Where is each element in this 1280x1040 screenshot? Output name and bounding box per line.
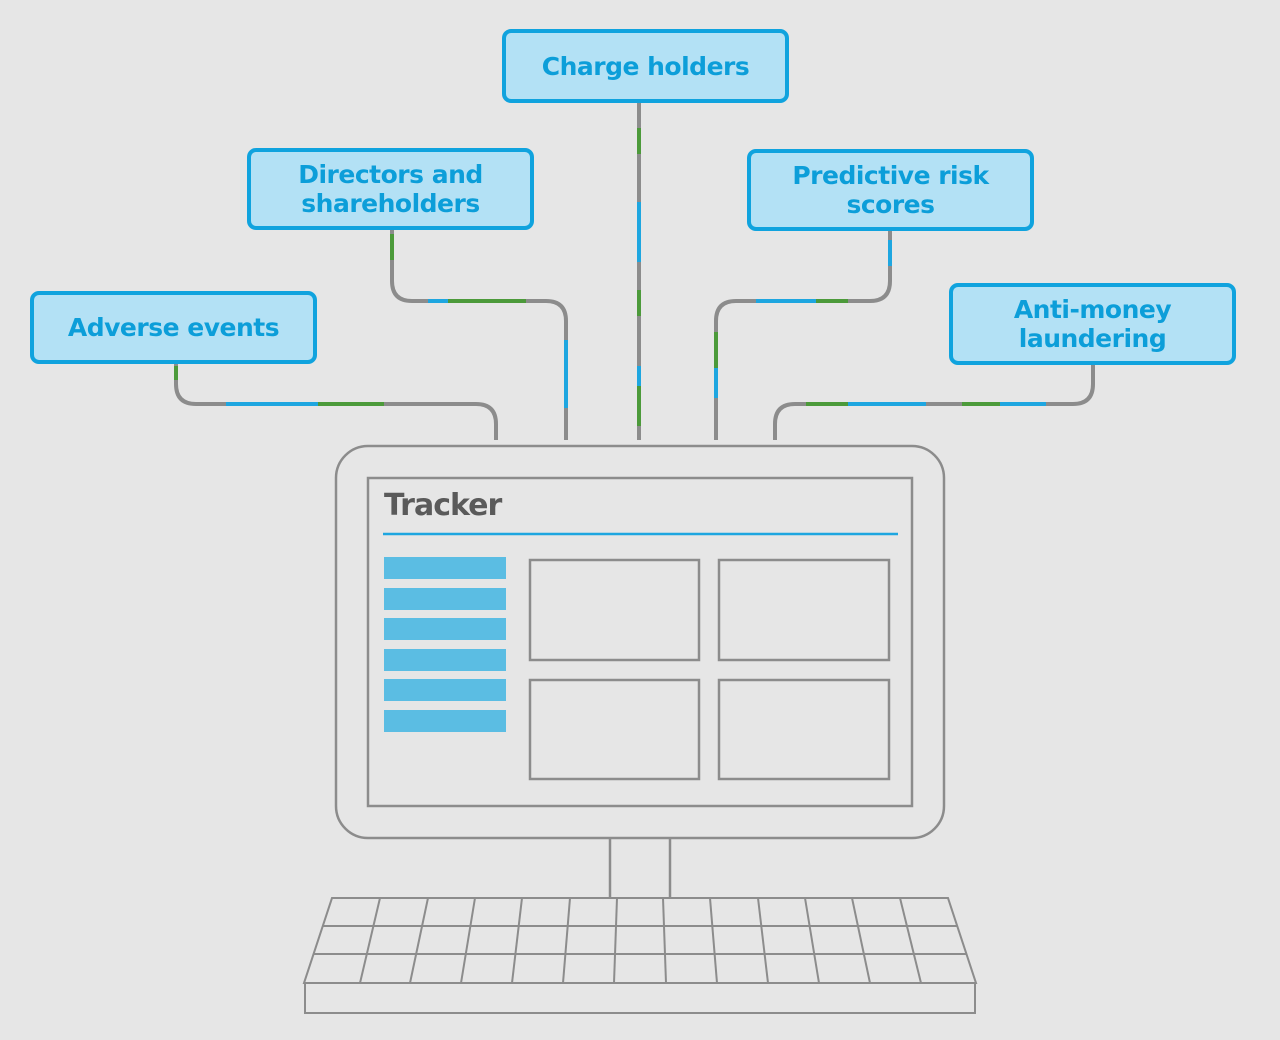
list-bar: [384, 588, 506, 610]
monitor-bezel: [334, 444, 946, 840]
key-divider: [709, 897, 718, 984]
key-divider: [460, 897, 476, 984]
key-divider: [851, 897, 871, 984]
key-divider: [359, 897, 381, 984]
wire-directors: [390, 230, 568, 440]
wire-accents: [174, 128, 1046, 426]
key-divider: [511, 897, 523, 984]
screen-list: [384, 557, 506, 732]
monitor-screen: [366, 476, 914, 808]
keyboard: [302, 897, 978, 1014]
key-divider: [662, 897, 667, 984]
screen-panel: [717, 678, 891, 781]
list-bar: [384, 679, 506, 701]
list-bar: [384, 618, 506, 640]
list-bar: [384, 557, 506, 579]
node-adverse-events: Adverse events: [30, 291, 317, 364]
tracker-title: Tracker: [384, 488, 502, 523]
node-predictive-risk-scores: Predictive risk scores: [747, 149, 1034, 231]
node-charge-holders: Charge holders: [502, 29, 789, 103]
keyboard-keys-area: [302, 897, 978, 984]
list-bar: [384, 710, 506, 732]
screen-panel: [717, 558, 891, 662]
key-divider: [899, 897, 922, 984]
node-anti-money-laundering: Anti-money laundering: [949, 283, 1236, 365]
key-divider: [757, 897, 769, 984]
key-divider: [562, 897, 571, 984]
monitor: [334, 444, 946, 898]
key-divider: [409, 897, 429, 984]
keyboard-base: [304, 982, 976, 1014]
screen-panel: [528, 678, 701, 781]
key-divider: [804, 897, 820, 984]
keyboard-key-dividers: [359, 897, 922, 984]
list-bar: [384, 649, 506, 671]
wire-predictive: [714, 231, 892, 440]
node-directors-and-shareholders: Directors and shareholders: [247, 148, 534, 230]
screen-panel: [528, 558, 701, 662]
wire-aml: [773, 365, 1095, 440]
key-divider: [613, 897, 618, 984]
